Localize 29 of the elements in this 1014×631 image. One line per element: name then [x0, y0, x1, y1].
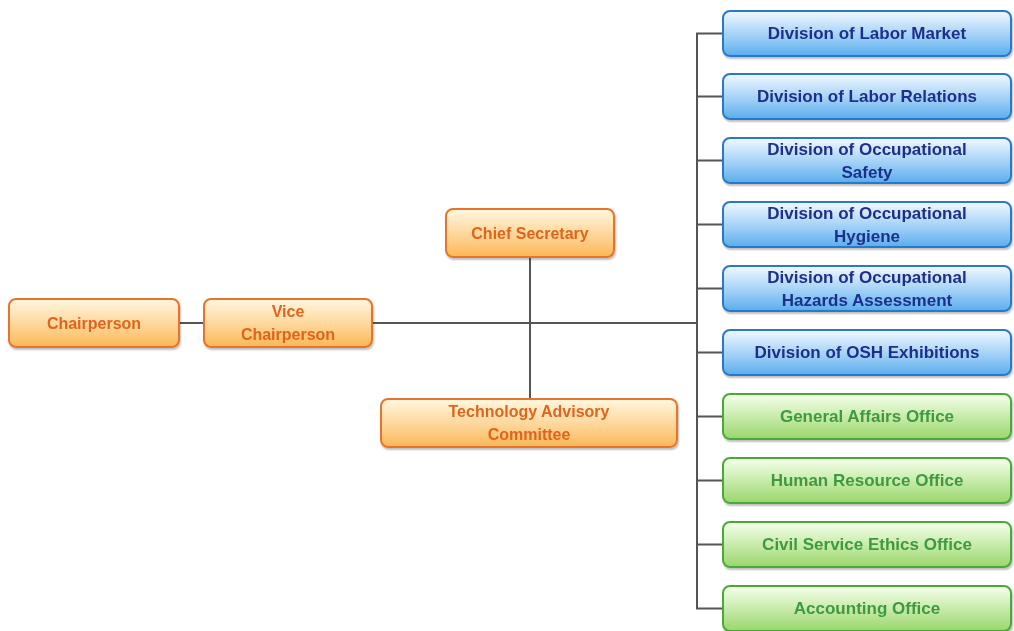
box-label: Division of Occupational Hygiene: [766, 202, 968, 248]
box-label: General Affairs Office: [779, 406, 955, 428]
box-label: Division of Occupational Hazards Assessment: [766, 266, 968, 312]
org-box: [722, 201, 1012, 248]
org-box: [722, 329, 1012, 376]
org-box: [722, 10, 1012, 57]
box-label: Chairperson: [46, 313, 142, 334]
connector-line: [179, 322, 204, 324]
org-box: [722, 137, 1012, 184]
org-box: [722, 521, 1012, 568]
box-label: Division of Occupational Safety: [766, 138, 968, 184]
org-box: [722, 457, 1012, 504]
org-box: [722, 265, 1012, 312]
box-label: Human Resource Office: [770, 470, 964, 492]
org-box: [8, 298, 180, 348]
org-box: [722, 585, 1012, 631]
box-label: Technology Advisory Committee: [447, 402, 611, 445]
org-box: [445, 208, 615, 258]
org-box: [203, 298, 373, 348]
box-label: Vice Chairperson: [239, 302, 337, 345]
org-box: [380, 398, 678, 448]
box-label: Division of OSH Exhibitions: [754, 342, 980, 364]
org-box: [722, 73, 1012, 120]
box-label: Chief Secretary: [471, 223, 589, 244]
org-box: [722, 393, 1012, 440]
box-label: Accounting Office: [793, 598, 941, 620]
box-label: Division of Labor Market: [767, 23, 967, 45]
box-label: Division of Labor Relations: [756, 86, 978, 108]
box-label: Civil Service Ethics Office: [762, 534, 972, 556]
